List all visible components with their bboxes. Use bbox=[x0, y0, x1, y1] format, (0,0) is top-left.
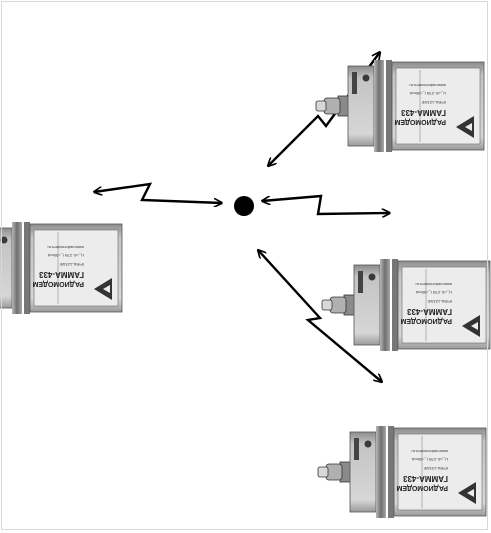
modem-brand: РАДИОМОДЕМ bbox=[400, 317, 452, 324]
modem-specs: U_=8..27B I_=30mA bbox=[47, 253, 84, 258]
modem-specs: U_=8..27B I_=30mA bbox=[409, 91, 446, 96]
modem-brand: РАДИОМОДЕМ bbox=[32, 280, 84, 287]
modem-model: ГАММА-433 bbox=[401, 108, 446, 117]
radio-modem-mid-right: РАДИОМОДЕМ ГАММА-433 IP/RA-1233/E U_=8..… bbox=[322, 259, 490, 351]
link-arrow-left bbox=[94, 184, 222, 203]
modem-web: www.radiomodem.ru bbox=[410, 83, 446, 88]
modem-web: www.radiomodem.ru bbox=[48, 245, 84, 250]
modem-serial: IP/RA-1233/E bbox=[421, 100, 446, 105]
modem-web: www.radiomodem.ru bbox=[412, 449, 448, 454]
radio-modem-left: РАДИОМОДЕМ ГАММА-433 IP/RA-1233/E U_=8..… bbox=[0, 222, 122, 314]
hub-node bbox=[234, 196, 254, 216]
modem-serial: IP/RA-1233/E bbox=[59, 262, 84, 267]
radio-modem-top-right: РАДИОМОДЕМ ГАММА-433 IP/RA-1233/E U_=8..… bbox=[316, 60, 484, 152]
modem-specs: U_=8..27B I_=30mA bbox=[411, 457, 448, 462]
modem-brand: РАДИОМОДЕМ bbox=[394, 118, 446, 125]
modem-model: ГАММА-433 bbox=[403, 474, 448, 483]
modem-specs: U_=8..27B I_=30mA bbox=[415, 290, 452, 295]
link-arrow-right bbox=[262, 196, 390, 214]
radio-modem-bottom-right: РАДИОМОДЕМ ГАММА-433 IP/RA-1233/E U_=8..… bbox=[318, 426, 486, 518]
modem-model: ГАММА-433 bbox=[407, 307, 452, 316]
modem-web: www.radiomodem.ru bbox=[416, 282, 452, 287]
modem-serial: IP/RA-1233/E bbox=[427, 299, 452, 304]
modem-brand: РАДИОМОДЕМ bbox=[396, 484, 448, 491]
modem-serial: IP/RA-1233/E bbox=[423, 466, 448, 471]
modem-model: ГАММА-433 bbox=[39, 270, 84, 279]
